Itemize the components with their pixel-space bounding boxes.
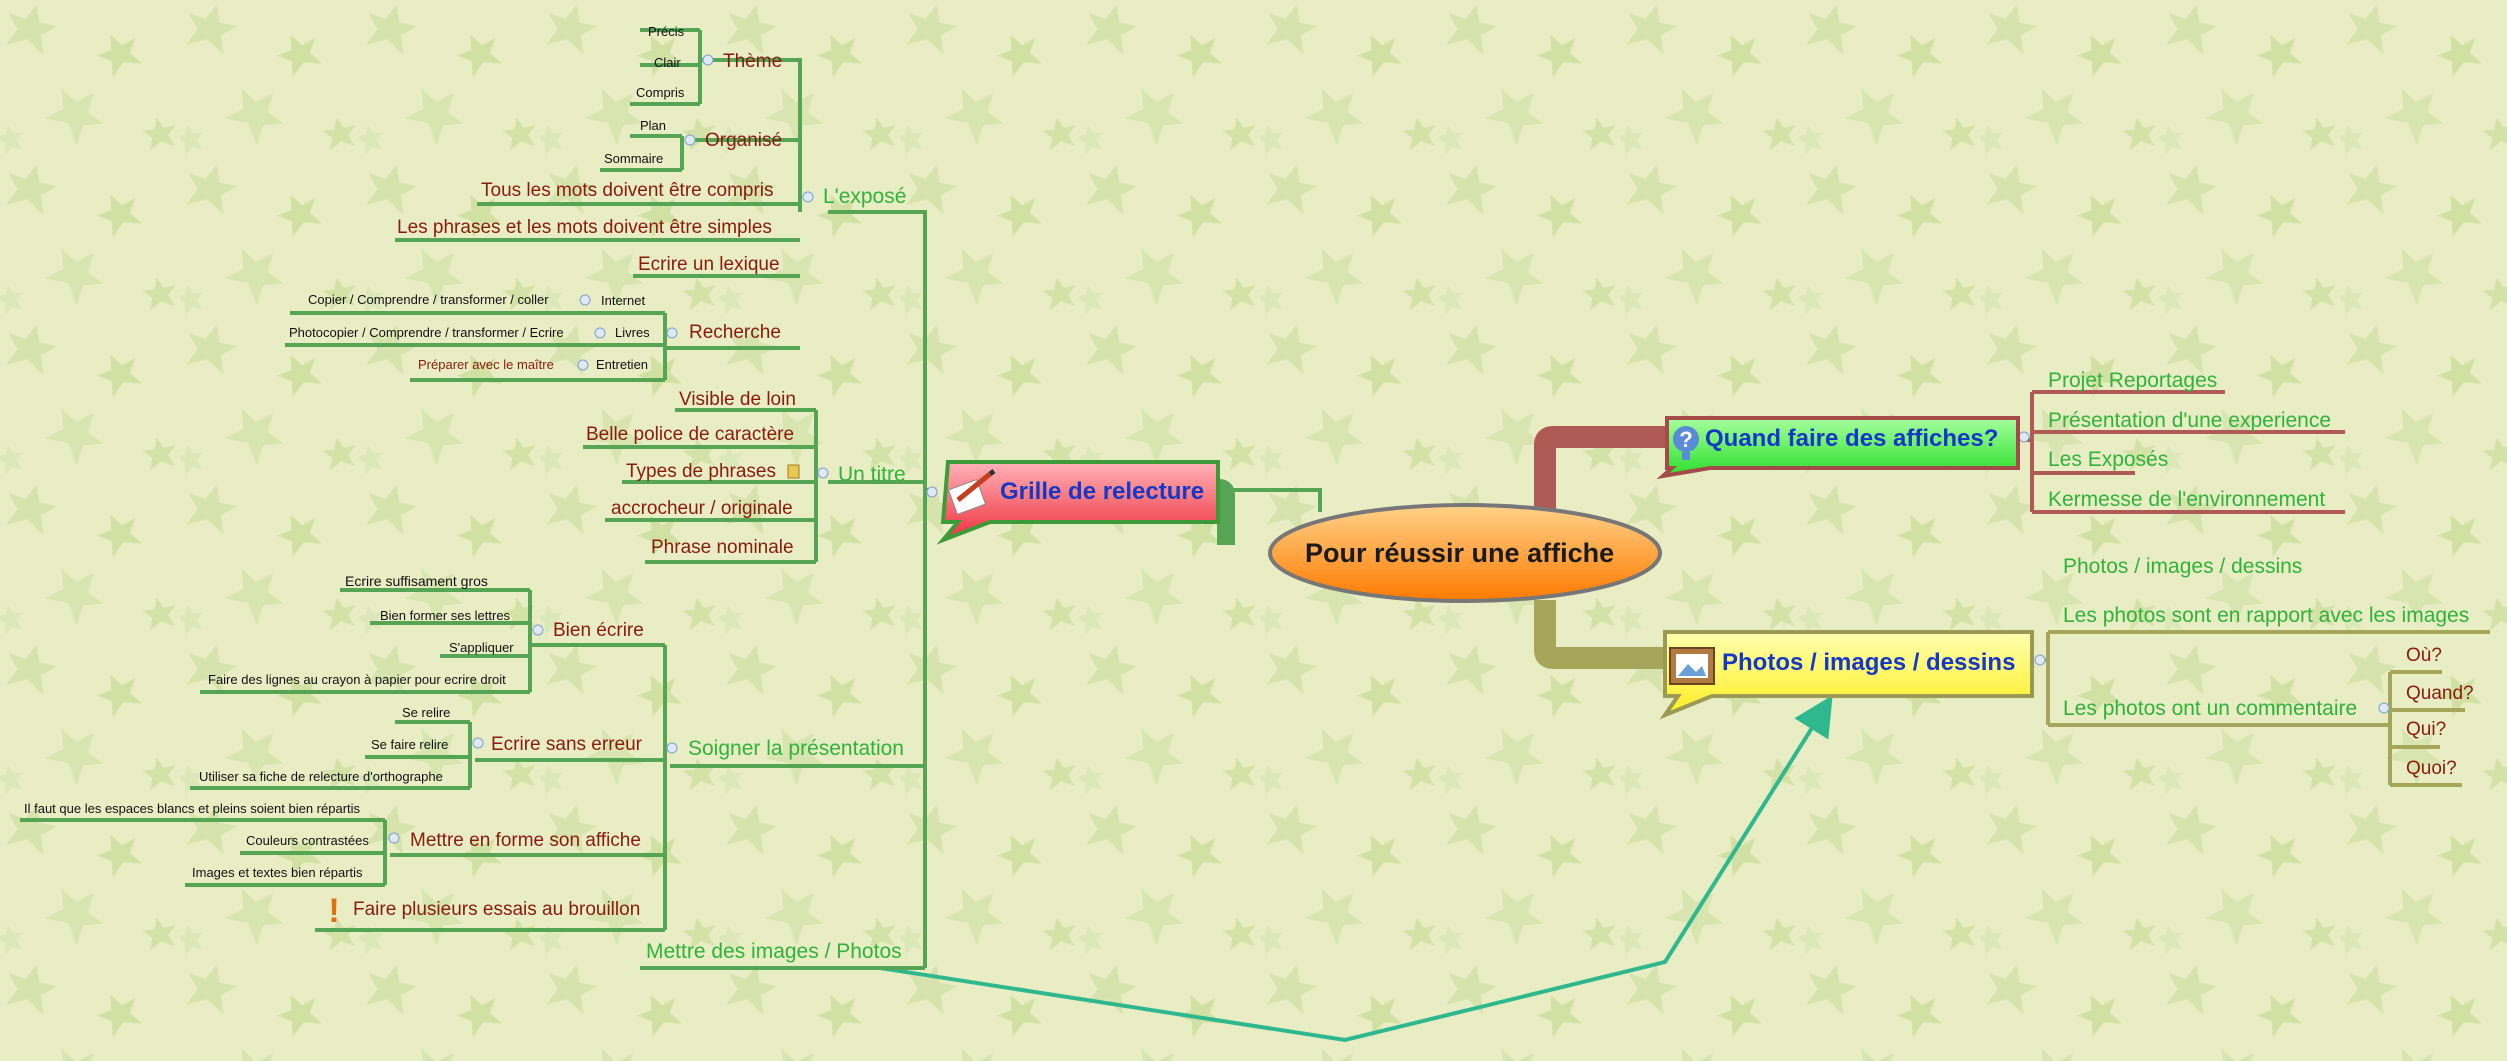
theme-child[interactable]: Clair	[654, 55, 681, 70]
svg-text:!: !	[328, 892, 339, 930]
internet-detail[interactable]: Copier / Comprendre / transformer / coll…	[308, 292, 549, 307]
bien-ecrire-label[interactable]: Bien écrire	[553, 620, 644, 641]
expose-item[interactable]: Tous les mots doivent être compris	[481, 180, 774, 201]
question-item[interactable]: Qui?	[2406, 719, 2447, 740]
livres-label[interactable]: Livres	[615, 325, 650, 340]
collapse-toggle-icon[interactable]	[2378, 702, 2390, 714]
grille-title[interactable]: Grille de relecture	[1000, 478, 1205, 505]
photos-child[interactable]: Les photos sont en rapport avec les imag…	[2063, 604, 2470, 627]
collapse-toggle-icon[interactable]	[817, 467, 829, 479]
collapse-toggle-icon[interactable]	[802, 191, 814, 203]
grille-box	[936, 460, 1220, 545]
titre-child[interactable]: Belle police de caractère	[586, 424, 795, 445]
collapse-toggle-icon[interactable]	[702, 54, 714, 66]
sticky-note-icon	[787, 464, 800, 479]
collapse-toggle-icon[interactable]	[666, 327, 678, 339]
images-label[interactable]: Mettre des images / Photos	[646, 940, 902, 963]
titre-child[interactable]: Visible de loin	[679, 389, 796, 410]
mise-en-forme-child[interactable]: Couleurs contrastées	[246, 833, 369, 848]
presentation-label[interactable]: Soigner la présentation	[688, 737, 904, 760]
organise-child[interactable]: Plan	[640, 118, 667, 133]
sans-erreur-child[interactable]: Se relire	[402, 705, 451, 720]
question-item[interactable]: Quoi?	[2406, 758, 2457, 779]
titre-label[interactable]: Un titre	[838, 463, 906, 486]
titre-child[interactable]: Types de phrases	[626, 461, 776, 482]
titre-child[interactable]: accrocheur / originale	[611, 498, 793, 519]
pencil-note-icon	[947, 469, 996, 515]
collapse-toggle-icon[interactable]	[594, 327, 606, 339]
sans-erreur-label[interactable]: Ecrire sans erreur	[491, 734, 642, 755]
organise-label[interactable]: Organisé	[705, 130, 783, 151]
quand-box	[1656, 416, 2020, 480]
central-topic[interactable]: Pour réussir une affiche	[1305, 538, 1615, 568]
collapse-toggles	[388, 54, 2390, 844]
organise-child[interactable]: Sommaire	[604, 151, 664, 166]
essais-label[interactable]: Faire plusieurs essais au brouillon	[353, 899, 641, 920]
livres-detail[interactable]: Photocopier / Comprendre / transformer /…	[289, 325, 564, 340]
sans-erreur-child[interactable]: Se faire relire	[371, 737, 449, 752]
collapse-toggle-icon[interactable]	[579, 294, 591, 306]
photos-title[interactable]: Photos / images / dessins	[1722, 649, 2016, 676]
quand-child[interactable]: Kermesse de l'environnement	[2048, 488, 2326, 511]
photos-child[interactable]: Les photos ont un commentaire	[2063, 697, 2358, 720]
bien-ecrire-child[interactable]: S'appliquer	[449, 640, 514, 655]
collapse-toggle-icon[interactable]	[577, 359, 589, 371]
collapse-toggle-icon[interactable]	[926, 486, 938, 498]
bien-ecrire-child[interactable]: Ecrire suffisament gros	[345, 573, 488, 589]
expose-item[interactable]: Ecrire un lexique	[638, 254, 780, 275]
right-top-branch-lines	[1534, 390, 2345, 514]
expose-label[interactable]: L'exposé	[823, 185, 907, 208]
entretien-label[interactable]: Entretien	[596, 357, 649, 372]
recherche-label[interactable]: Recherche	[689, 322, 781, 343]
sans-erreur-child[interactable]: Utiliser sa fiche de relecture d'orthogr…	[199, 769, 443, 784]
theme-child[interactable]: Compris	[636, 85, 685, 100]
question-item[interactable]: Où?	[2406, 645, 2442, 666]
theme-child[interactable]: Précis	[648, 24, 685, 39]
collapse-toggle-icon[interactable]	[684, 134, 696, 146]
bien-ecrire-child[interactable]: Bien former ses lettres	[380, 608, 511, 623]
relationship-arrow	[879, 695, 1833, 1043]
internet-label[interactable]: Internet	[601, 293, 646, 308]
exclamation-icon: !	[328, 892, 339, 930]
quand-child[interactable]: Présentation d'une experience	[2048, 409, 2332, 432]
bien-ecrire-child[interactable]: Faire des lignes au crayon à papier pour…	[208, 672, 506, 687]
svg-text:?: ?	[1679, 427, 1692, 452]
picture-frame-icon	[1669, 647, 1715, 685]
mise-en-forme-label[interactable]: Mettre en forme son affiche	[410, 830, 641, 851]
collapse-toggle-icon[interactable]	[472, 737, 484, 749]
mise-en-forme-child[interactable]: Images et textes bien répartis	[192, 865, 363, 880]
quand-title[interactable]: Quand faire des affiches?	[1705, 425, 1999, 452]
photos-box	[1659, 630, 2034, 720]
quand-child[interactable]: Les Exposés	[2048, 448, 2169, 471]
central-topic-shape	[1268, 503, 1662, 603]
question-item[interactable]: Quand?	[2406, 683, 2474, 704]
expose-item[interactable]: Les phrases et les mots doivent être sim…	[397, 217, 772, 238]
quand-child[interactable]: Projet Reportages	[2048, 369, 2218, 392]
entretien-detail[interactable]: Préparer avec le maître	[418, 357, 554, 372]
right-bottom-branch-lines	[1534, 600, 2490, 787]
collapse-toggle-icon[interactable]	[2034, 654, 2046, 666]
collapse-toggle-icon[interactable]	[532, 624, 544, 636]
theme-label[interactable]: Thème	[723, 51, 783, 72]
left-branch-lines	[20, 28, 1322, 970]
photos-child[interactable]: Photos / images / dessins	[2063, 555, 2303, 578]
collapse-toggle-icon[interactable]	[2018, 431, 2030, 443]
titre-child[interactable]: Phrase nominale	[651, 537, 794, 558]
collapse-toggle-icon[interactable]	[388, 832, 400, 844]
mise-en-forme-child[interactable]: Il faut que les espaces blancs et pleins…	[24, 801, 361, 816]
question-mark-icon: ?	[1673, 426, 1699, 460]
collapse-toggle-icon[interactable]	[666, 742, 678, 754]
